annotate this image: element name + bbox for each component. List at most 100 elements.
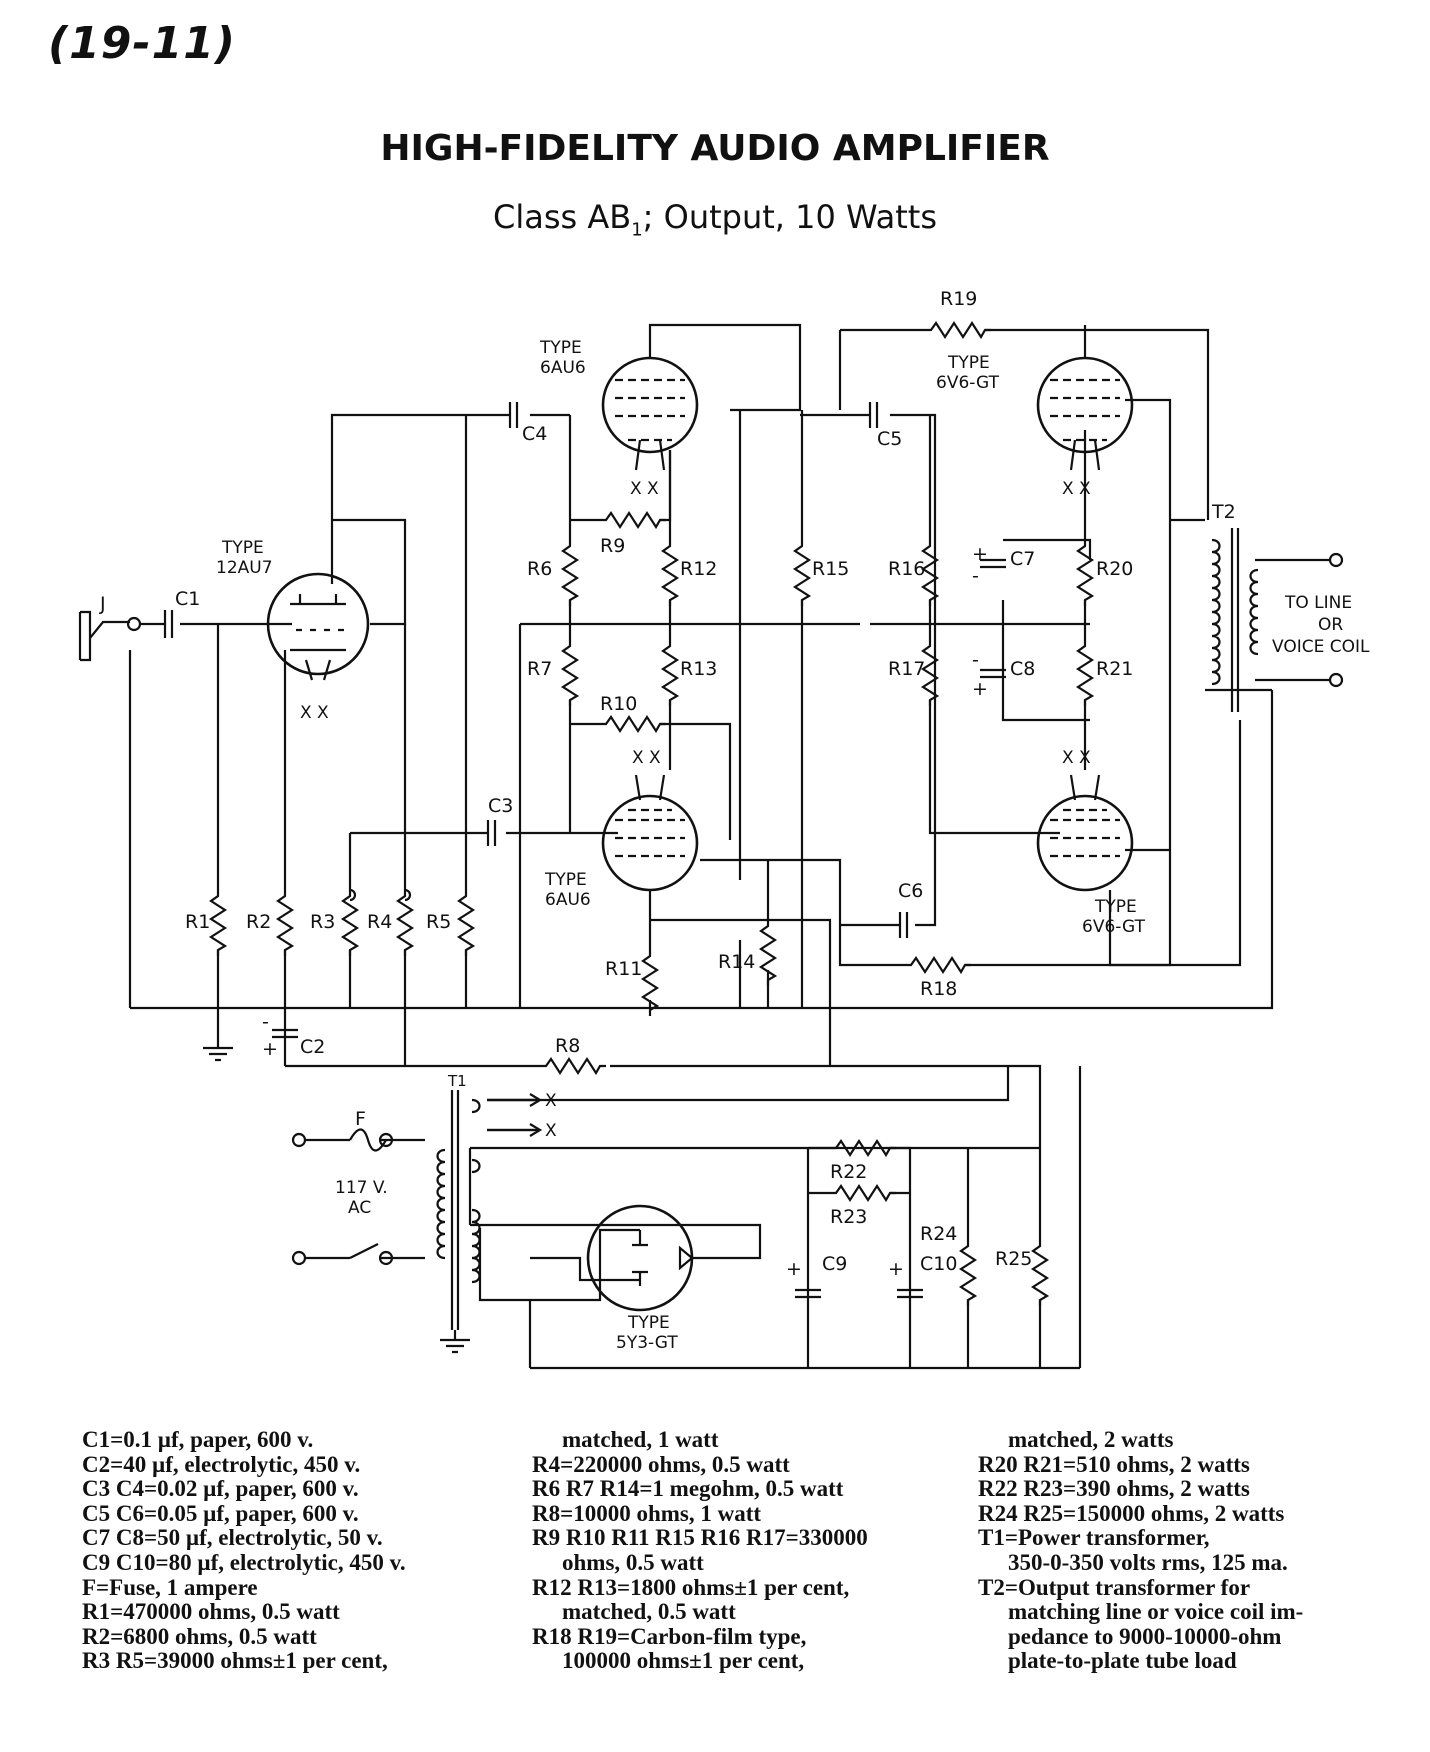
label-r9: R9 (600, 535, 625, 557)
label-r18: R18 (920, 978, 957, 1000)
label-r14: R14 (718, 951, 755, 973)
label-output-line1: TO LINE (1284, 593, 1352, 613)
label-r13: R13 (680, 658, 717, 680)
label-r25: R25 (995, 1248, 1032, 1270)
parts-list-line: R2=6800 ohms, 0.5 watt (82, 1623, 317, 1649)
parts-list-line: matching line or voice coil im- (1008, 1599, 1304, 1625)
amplifier-schematic: TYPE 12AU7 TYPE 6AU6 TYPE 6AU6 TYPE 6V6-… (78, 288, 1370, 1370)
label-v1-model: 12AU7 (216, 558, 273, 578)
label-v4-model: 6V6-GT (936, 373, 1000, 393)
label-c2-plus: + (262, 1038, 278, 1060)
label-c9: C9 (822, 1253, 847, 1275)
label-c7-minus: - (972, 565, 979, 587)
label-t2: T2 (1211, 501, 1236, 523)
label-c7: C7 (1010, 548, 1035, 570)
label-r16: R16 (888, 558, 925, 580)
label-v6-type: TYPE (627, 1313, 670, 1333)
resistors (209, 321, 1094, 1308)
parts-list-line: ohms, 0.5 watt (562, 1549, 704, 1575)
label-fuse: F (355, 1108, 366, 1130)
label-c10: C10 (920, 1253, 957, 1275)
label-r22: R22 (830, 1161, 867, 1183)
parts-list-line: R22 R23=390 ohms, 2 watts (978, 1476, 1250, 1502)
label-r2: R2 (246, 911, 271, 933)
label-c3: C3 (488, 795, 513, 817)
label-r3: R3 (310, 911, 335, 933)
parts-list-column-2: matched, 1 watt R4=220000 ohms, 0.5 watt… (532, 1427, 868, 1674)
label-output-line3: VOICE COIL (1272, 637, 1370, 657)
label-r11: R11 (605, 958, 642, 980)
label-c2: C2 (300, 1036, 325, 1058)
parts-list-line: pedance to 9000-10000-ohm (1008, 1623, 1282, 1649)
parts-list-line: matched, 1 watt (562, 1427, 719, 1452)
label-v5-model: 6V6-GT (1082, 917, 1146, 937)
label-heater-v3: X X (632, 748, 661, 768)
label-c2-minus: - (262, 1011, 269, 1033)
label-c8: C8 (1010, 658, 1035, 680)
label-c7-plus: + (972, 543, 988, 565)
parts-list-line: T2=Output transformer for (978, 1574, 1251, 1600)
label-heater-v5: X X (1062, 748, 1091, 768)
label-r8: R8 (555, 1035, 580, 1057)
parts-list-line: R18 R19=Carbon-film type, (532, 1623, 807, 1649)
parts-list-line: plate-to-plate tube load (1008, 1648, 1237, 1674)
label-v4-type: TYPE (947, 353, 990, 373)
label-c6: C6 (898, 880, 923, 902)
label-r19: R19 (940, 288, 977, 310)
diagram-title: HIGH-FIDELITY AUDIO AMPLIFIER (380, 128, 1050, 169)
label-v6-model: 5Y3-GT (616, 1333, 678, 1353)
parts-list-line: R12 R13=1800 ohms±1 per cent, (532, 1574, 850, 1600)
parts-list-line: R6 R7 R14=1 megohm, 0.5 watt (532, 1476, 844, 1502)
parts-list-line: R4=220000 ohms, 0.5 watt (532, 1451, 790, 1477)
label-heater-lead-2: X (545, 1121, 557, 1141)
parts-list-line: C9 C10=80 µf, electrolytic, 450 v. (82, 1549, 406, 1575)
parts-list-line: R3 R5=39000 ohms±1 per cent, (82, 1648, 388, 1674)
label-heater-lead-1: X (545, 1091, 557, 1111)
parts-list-line: C7 C8=50 µf, electrolytic, 50 v. (82, 1525, 383, 1551)
label-r24: R24 (920, 1223, 957, 1245)
label-r15: R15 (812, 558, 849, 580)
tube-5y3gt (586, 1204, 694, 1312)
label-c8-plus: + (972, 678, 988, 700)
label-r17: R17 (888, 658, 925, 680)
label-ac-line2: AC (348, 1198, 371, 1218)
output-transformer-t2 (1211, 528, 1259, 712)
tube-6au6-lower (601, 774, 699, 892)
page-number: (19-11) (48, 18, 236, 69)
parts-list-line: R20 R21=510 ohms, 2 watts (978, 1451, 1250, 1477)
parts-list-line: matched, 0.5 watt (562, 1599, 736, 1625)
parts-list-line: R8=10000 ohms, 1 watt (532, 1500, 762, 1526)
label-r23: R23 (830, 1206, 867, 1228)
parts-list-column-1: C1=0.1 µf, paper, 600 v. C2=40 µf, elect… (82, 1427, 406, 1674)
label-c9-plus: + (786, 1258, 802, 1280)
parts-list-line: C3 C4=0.02 µf, paper, 600 v. (82, 1476, 359, 1502)
label-t1: T1 (447, 1072, 467, 1090)
parts-list-line: 350-0-350 volts rms, 125 ma. (1008, 1549, 1288, 1575)
parts-list-line: C1=0.1 µf, paper, 600 v. (82, 1427, 314, 1452)
label-c8-minus: - (972, 649, 979, 671)
label-ac-line1: 117 V. (335, 1178, 388, 1198)
diagram-labels: TYPE 12AU7 TYPE 6AU6 TYPE 6AU6 TYPE 6V6-… (99, 288, 1370, 1353)
label-r12: R12 (680, 558, 717, 580)
fuse (291, 1128, 394, 1152)
parts-list-line: R1=470000 ohms, 0.5 watt (82, 1599, 340, 1625)
parts-list-line: R9 R10 R11 R15 R16 R17=330000 (532, 1525, 868, 1551)
label-heater-v1: X X (300, 703, 329, 723)
parts-list-line: C5 C6=0.05 µf, paper, 600 v. (82, 1500, 359, 1526)
tube-12au7 (266, 572, 370, 681)
label-jack: J (99, 593, 106, 615)
diagram-subtitle: Class AB1; Output, 10 Watts (493, 198, 937, 241)
wiring (113, 323, 1330, 1370)
output-terminals (1328, 552, 1344, 688)
parts-list-line: R24 R25=150000 ohms, 2 watts (978, 1500, 1285, 1526)
power-transformer-t1 (436, 1090, 481, 1354)
label-r4: R4 (367, 911, 392, 933)
label-r21: R21 (1096, 658, 1133, 680)
label-r6: R6 (527, 558, 552, 580)
label-v1-type: TYPE (221, 538, 264, 558)
label-v3-type: TYPE (544, 870, 587, 890)
label-r10: R10 (600, 693, 637, 715)
parts-list-line: 100000 ohms±1 per cent, (562, 1648, 805, 1674)
label-r20: R20 (1096, 558, 1133, 580)
tube-6au6-upper (601, 356, 699, 471)
